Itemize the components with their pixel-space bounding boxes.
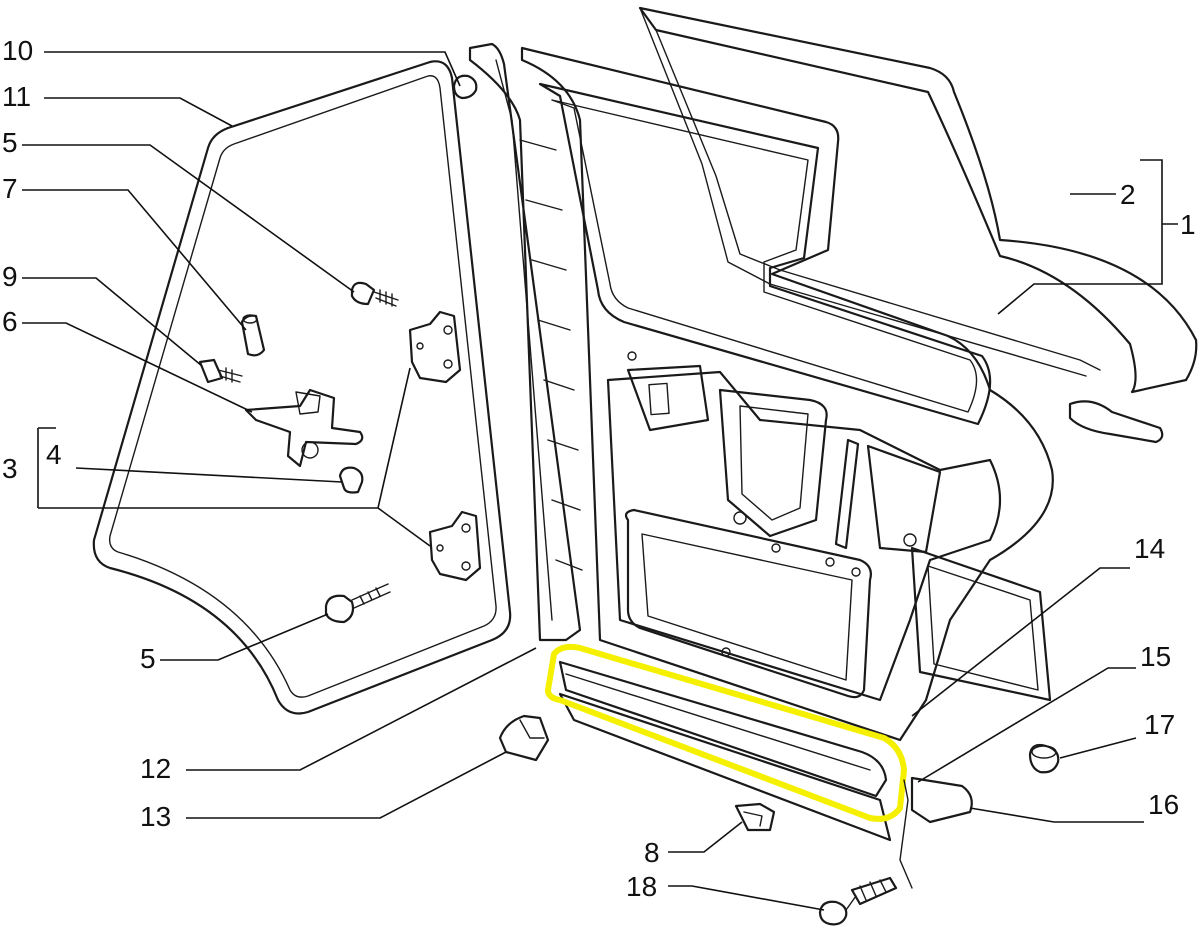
lower-trim-part-16: [910, 776, 973, 824]
callout-1: 1: [1180, 209, 1196, 240]
callout-14: 14: [1134, 533, 1165, 564]
bolt-part-9: [198, 358, 243, 384]
callout-18: 18: [626, 871, 657, 902]
callout-5-bottom: 5: [140, 643, 156, 674]
glass-run-part-2: [638, 6, 1198, 444]
callout-7: 7: [2, 173, 18, 204]
sill-moulding-part-14: [558, 660, 892, 842]
door-shell-part-1: [520, 46, 1054, 742]
rod-part-15: [899, 779, 913, 889]
bumper-part-4: [338, 466, 364, 494]
callout-11: 11: [2, 81, 31, 112]
check-strap-part-6: [244, 388, 364, 468]
callout-3: 3: [2, 453, 18, 484]
callout-12: 12: [140, 753, 171, 784]
callout-13: 13: [140, 801, 171, 832]
door-seal-part-11: [92, 60, 512, 715]
callout-8: 8: [644, 837, 660, 868]
fastener-part-18: [818, 876, 898, 926]
weatherstrip-part-12: [468, 42, 583, 642]
clip-part-13: [498, 714, 550, 762]
callout-4: 4: [46, 439, 62, 470]
clip-part-8: [734, 802, 776, 832]
callout-15: 15: [1140, 641, 1171, 672]
callout-17: 17: [1144, 709, 1175, 740]
callout-16: 16: [1148, 789, 1179, 820]
callout-9: 9: [2, 261, 18, 292]
plug-part-10: [452, 74, 478, 100]
sill-highlight-outline: [545, 643, 907, 822]
callout-2: 2: [1120, 179, 1136, 210]
callout-labels: 10 11 5 7 9 6 3 4 5 12 13 2 1 14 15 17 1…: [2, 35, 1196, 902]
callout-5-top: 5: [2, 127, 18, 158]
callout-10: 10: [2, 35, 33, 66]
callout-6: 6: [2, 306, 18, 337]
leader-lines: [22, 51, 1178, 911]
hinge-part-3-lower: [428, 510, 482, 582]
hinge-part-3-upper: [408, 310, 462, 384]
pin-part-7: [240, 314, 266, 357]
screw-part-5-upper: [350, 281, 399, 307]
plug-part-17: [1028, 743, 1060, 774]
bolt-part-5-lower: [324, 583, 391, 624]
